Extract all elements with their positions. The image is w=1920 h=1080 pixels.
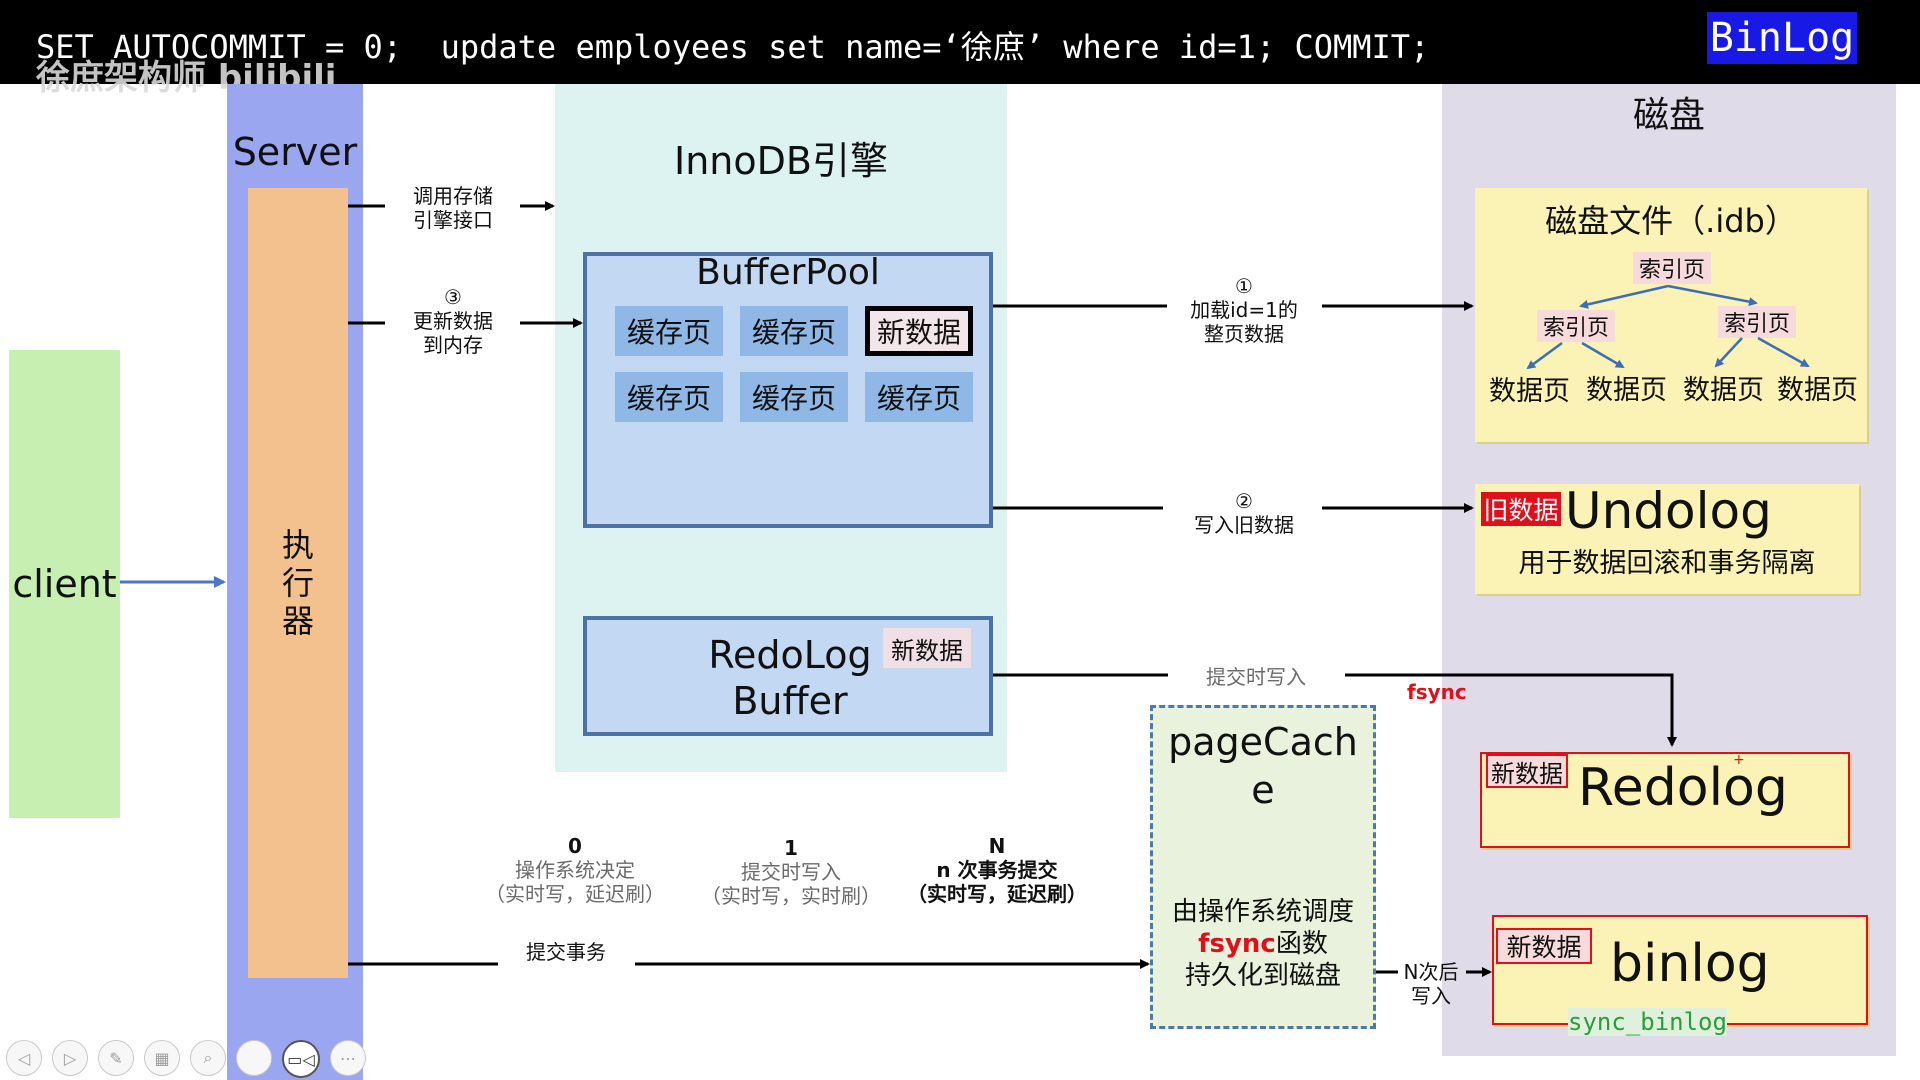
label-line: 写入 [1411, 984, 1451, 1008]
new-data-page: 新数据 [865, 306, 973, 356]
index-tree-edge [1757, 336, 1810, 368]
pagecache-box [1150, 705, 1376, 1029]
cache-page: 缓存页 [740, 306, 848, 356]
pagecache-description: 由操作系统调度 fsync函数 持久化到磁盘 [1150, 896, 1376, 992]
presentation-toolbar: ◁ ▷ ✎ ▦ ⌕ ▭◁ ⋯ [6, 1040, 366, 1078]
executor-char: 执 [281, 526, 314, 564]
sync-mode-line: （实时写，延迟刷） [907, 882, 1087, 906]
innodb-title: InnoDB引擎 [674, 139, 888, 183]
pagecache-title-line: pageCach [1168, 720, 1358, 764]
plus-mark: + [1733, 752, 1745, 768]
label-line: 写入旧数据 [1194, 513, 1294, 537]
redolog-buffer-title: RedoLog Buffer [660, 632, 920, 724]
label-line: 到内存 [423, 333, 483, 357]
update-memory-label: ③ 更新数据 到内存 [388, 285, 518, 357]
write-old-label: ② 写入旧数据 [1170, 489, 1318, 537]
sync-mode-line: n 次事务提交 [936, 858, 1058, 882]
sync-binlog-label: sync_binlog [1568, 1008, 1727, 1036]
pagecache-desc-line: fsync函数 [1198, 928, 1328, 960]
undolog-title: Undolog [1565, 482, 1772, 540]
binlog-badge: BinLog [1707, 12, 1857, 64]
redolog-buffer-title-line: Buffer [732, 679, 848, 723]
label-line: 加载id=1的 [1190, 298, 1298, 322]
index-page-child: 索引页 [1718, 306, 1797, 338]
label-line: 整页数据 [1204, 322, 1284, 346]
executor-char: 行 [281, 564, 314, 602]
binlog-new-data-tag: 新数据 [1496, 928, 1592, 964]
index-page-child: 索引页 [1537, 310, 1616, 342]
index-tree-edge [1714, 337, 1743, 368]
more-icon[interactable]: ⋯ [330, 1040, 366, 1076]
sync-mode-line: 提交时写入 [741, 860, 841, 884]
redolog-title: Redolog [1578, 758, 1788, 818]
sync-mode-value: N [988, 834, 1006, 858]
label-line: ③ [444, 285, 462, 309]
commit-tx-label: 提交事务 [526, 940, 606, 964]
label-line: 调用存储 [413, 184, 493, 208]
fsync-keyword: fsync [1198, 929, 1276, 959]
label-line: N次后 [1403, 960, 1459, 984]
index-tree-edge [1581, 341, 1625, 369]
cache-page: 缓存页 [740, 372, 848, 422]
call-engine-label: 调用存储 引擎接口 [388, 184, 518, 232]
sync-mode-value: 1 [784, 836, 798, 860]
pagecache-desc-text: 函数 [1275, 929, 1328, 959]
data-page: 数据页 [1485, 370, 1574, 407]
top-bar [0, 0, 1920, 84]
binlog-title: binlog [1610, 934, 1770, 994]
sync-mode-1: 1 提交时写入 （实时写，实时刷） [696, 836, 886, 908]
sync-mode-value: 0 [568, 834, 582, 858]
executor-char: 器 [281, 602, 314, 640]
sync-mode-0: 0 操作系统决定 （实时写，延迟刷） [480, 834, 670, 906]
pen-icon[interactable]: ✎ [98, 1040, 134, 1076]
client-box: client [9, 350, 120, 818]
pagecache-desc-line: 持久化到磁盘 [1184, 961, 1341, 991]
sync-mode-line: 操作系统决定 [515, 858, 635, 882]
undolog-description: 用于数据回滚和事务隔离 [1518, 548, 1816, 579]
commit-write-arrow [1345, 673, 1677, 747]
camera-icon[interactable]: ▭◁ [282, 1040, 320, 1078]
redolog-new-data-tag: 新数据 [1486, 754, 1568, 788]
disk-title: 磁盘 [1632, 95, 1705, 136]
index-page-root: 索引页 [1633, 252, 1712, 284]
index-tree-edge [1667, 284, 1758, 307]
index-tree-edge [1526, 341, 1563, 370]
bufferpool-title: BufferPool [696, 252, 880, 293]
pagecache-title: pageCach e [1150, 718, 1376, 814]
zoom-icon[interactable]: ⌕ [190, 1040, 226, 1076]
cache-page: 缓存页 [615, 306, 723, 356]
redolog-buffer-title-line: RedoLog [708, 633, 872, 677]
redolog-buffer-new-data-tag: 新数据 [883, 628, 971, 668]
sync-mode-line: （实时写，延迟刷） [485, 882, 665, 906]
cache-page: 缓存页 [615, 372, 723, 422]
label-line: 更新数据 [413, 309, 493, 333]
index-tree-edge [1579, 284, 1669, 309]
idb-file-title: 磁盘文件（.idb） [1545, 202, 1797, 240]
sync-mode-line: （实时写，实时刷） [701, 884, 881, 908]
label-line: 引擎接口 [413, 208, 493, 232]
label-line: ② [1235, 489, 1253, 513]
fsync-label: fsync [1407, 680, 1467, 704]
n-times-write-label: N次后 写入 [1398, 960, 1464, 1008]
server-title: Server [232, 130, 358, 174]
data-page: 数据页 [1582, 369, 1671, 406]
pagecache-title-line: e [1251, 768, 1275, 812]
label-line: ① [1235, 274, 1253, 298]
data-page: 数据页 [1773, 369, 1862, 406]
grid-icon[interactable]: ▦ [144, 1040, 180, 1076]
executor-box: 执 行 器 [248, 188, 348, 978]
sql-statement: SET AUTOCOMMIT = 0; update employees set… [36, 28, 1430, 66]
sync-mode-n: N n 次事务提交 （实时写，延迟刷） [902, 834, 1092, 906]
commit-write-label: 提交时写入 [1206, 665, 1306, 689]
data-page: 数据页 [1679, 369, 1768, 406]
cache-page: 缓存页 [865, 372, 973, 422]
next-icon[interactable]: ▷ [52, 1040, 88, 1076]
prev-icon[interactable]: ◁ [6, 1040, 42, 1076]
old-data-tag: 旧数据 [1481, 492, 1561, 526]
blank-icon[interactable] [236, 1040, 272, 1076]
pagecache-desc-line: 由操作系统调度 [1171, 897, 1354, 927]
load-page-label: ① 加载id=1的 整页数据 [1170, 274, 1318, 346]
